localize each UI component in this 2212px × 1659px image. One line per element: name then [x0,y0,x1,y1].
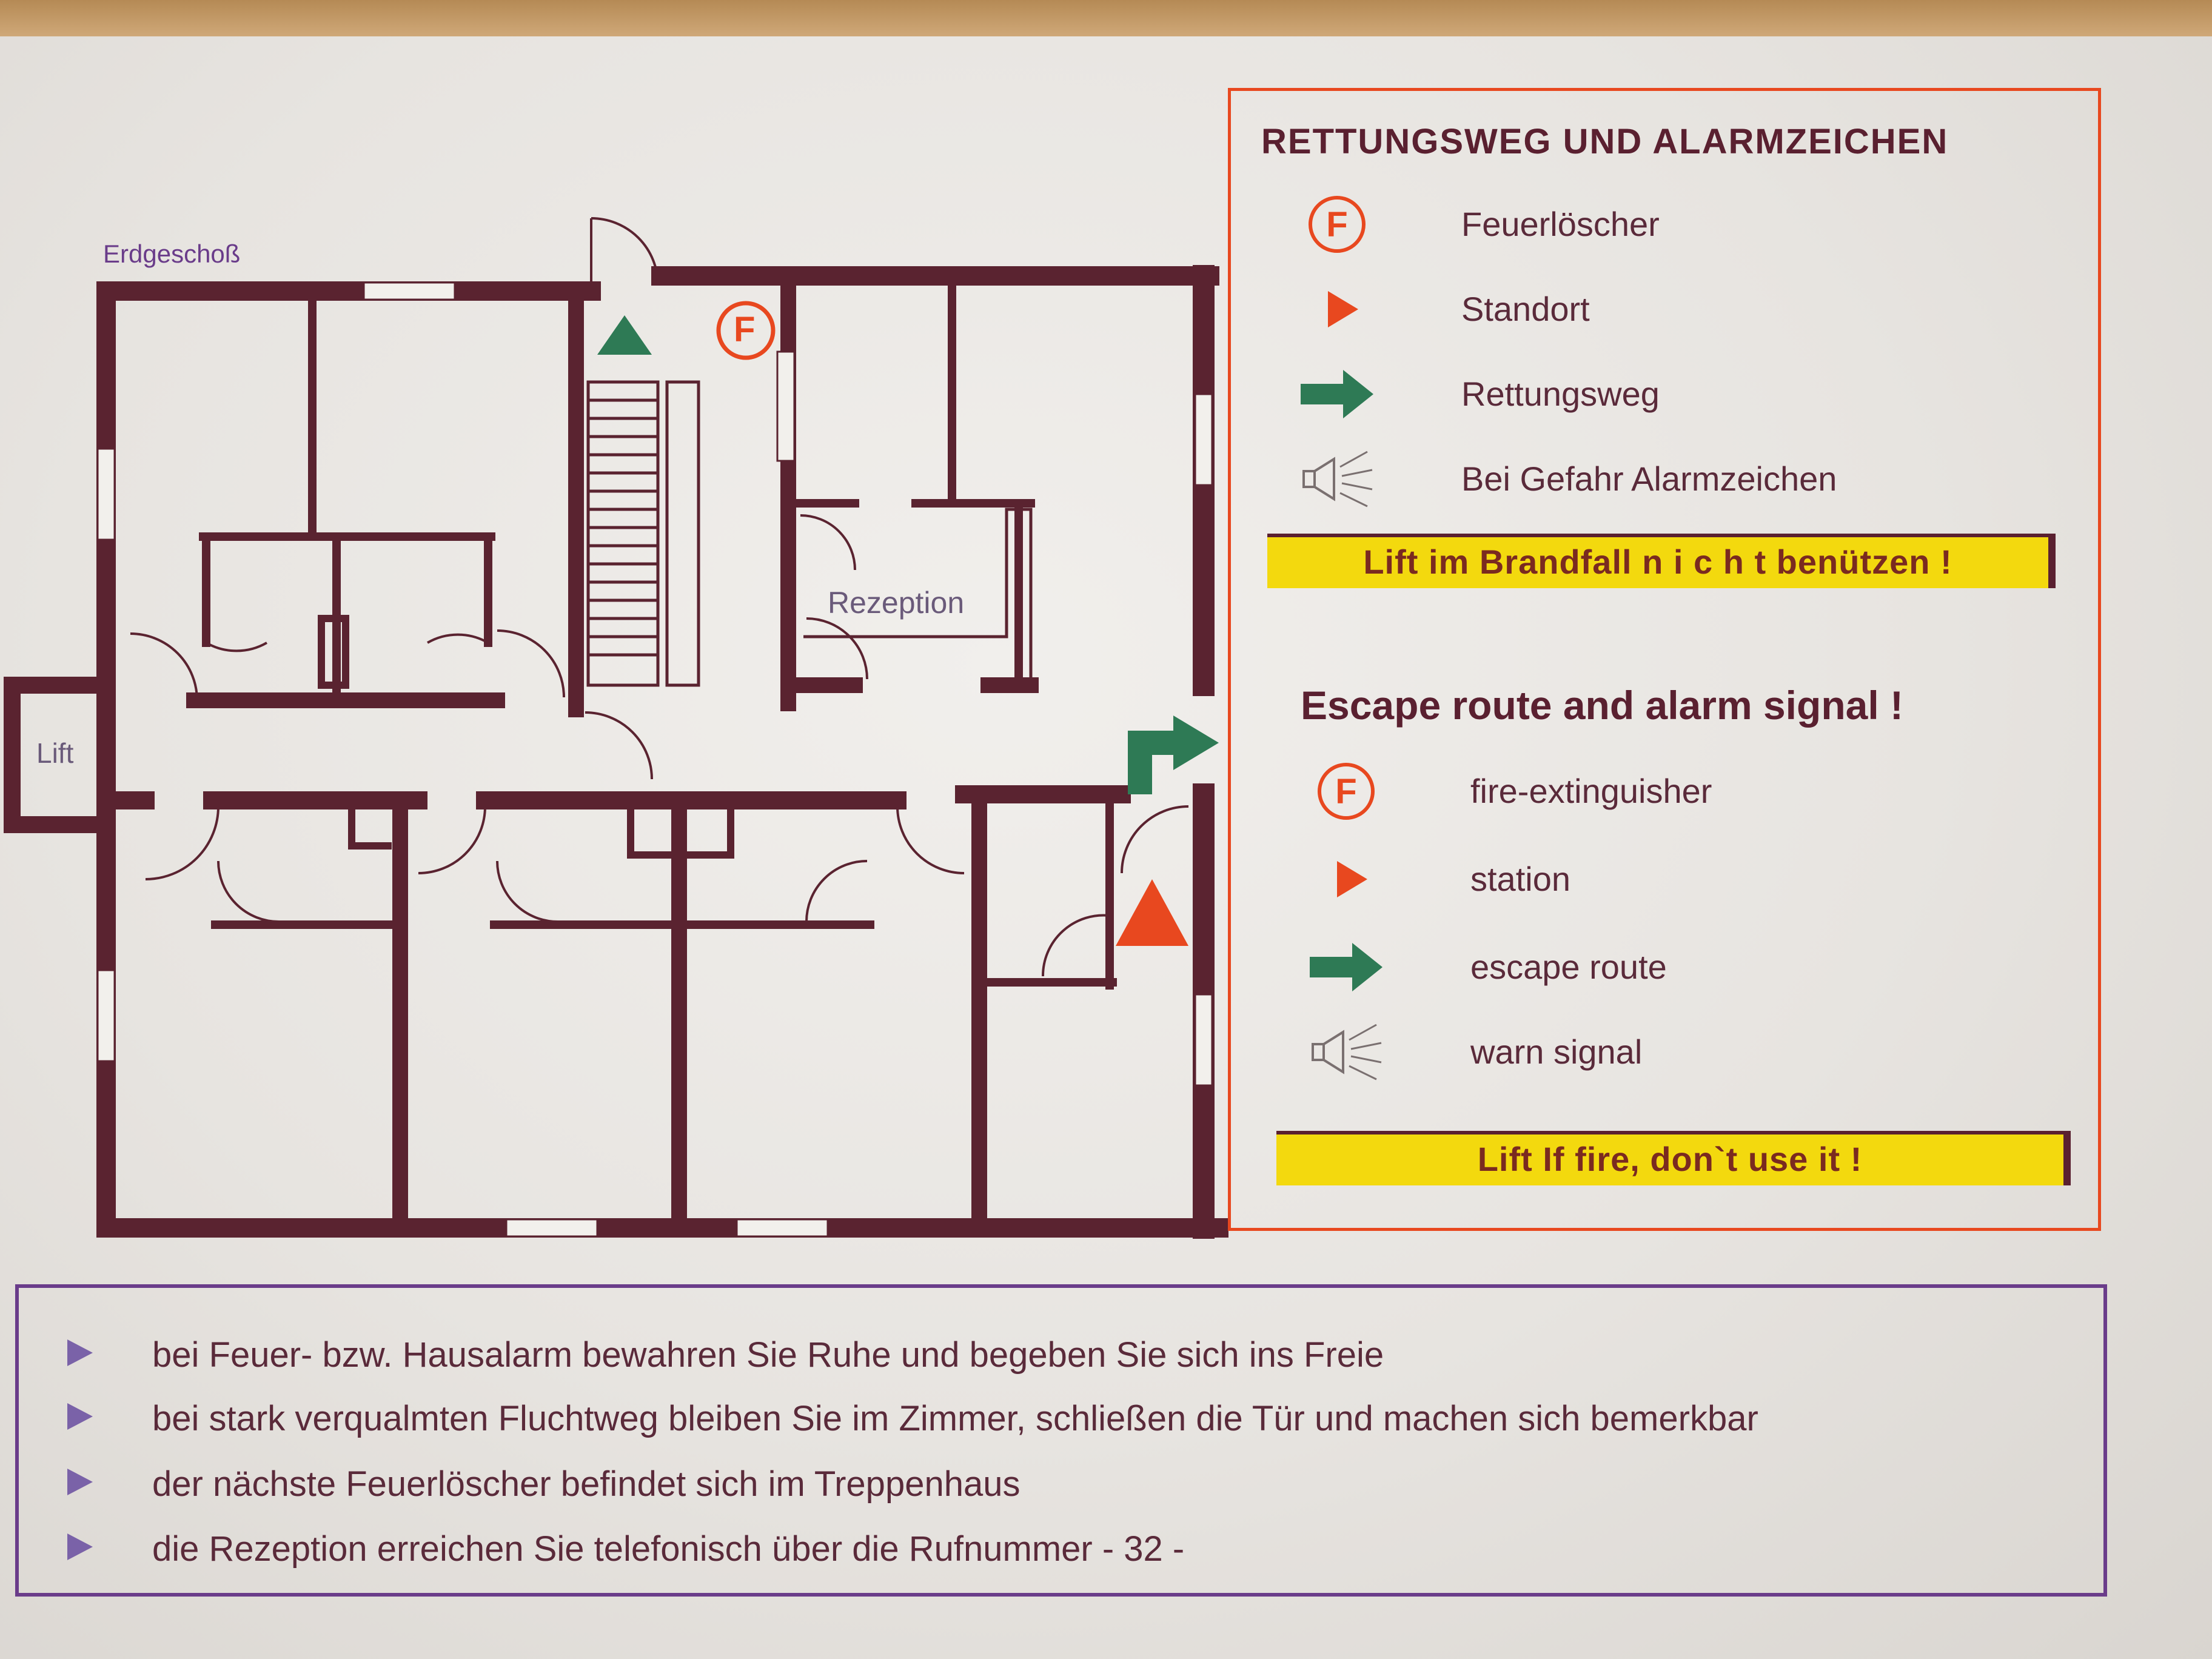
legend-label: fire-extinguisher [1470,772,1712,810]
bullet-arrow-icon [67,1533,93,1560]
escape-arrow-icon [1310,943,1382,991]
bullet-arrow-icon [67,1403,93,1430]
instruction-text: bei stark verqualmten Fluchtweg bleiben … [152,1399,1758,1438]
location-triangle-icon [1116,879,1188,946]
escape-arrow-icon [1128,716,1219,794]
instructions-panel: bei Feuer- bzw. Hausalarm bewahren Sie R… [15,1284,2107,1597]
location-triangle-icon [1337,861,1367,897]
legend-label: station [1470,860,1570,898]
wall-background [0,0,2212,36]
fire-extinguisher-icon [716,301,776,360]
instruction-item: bei Feuer- bzw. Hausalarm bewahren Sie R… [19,1321,2103,1382]
fire-extinguisher-icon: F [734,310,756,349]
reception-label: Rezeption [828,586,965,620]
legend-label: escape route [1470,948,1667,986]
legend-item: F Feuerlöscher [1231,191,2098,258]
instruction-item: der nächste Feuerlöscher befindet sich i… [19,1450,2103,1511]
legend-label: Feuerlöscher [1461,205,1660,243]
location-triangle-icon [1328,291,1358,327]
legend-item: Rettungsweg [1231,361,2098,427]
legend-item: escape route [1231,934,2098,1000]
legend-item: F fire-extinguisher [1231,758,2098,825]
lift-label: Lift [36,737,74,769]
floor-label: Erdgeschoß [103,240,241,268]
alarm-horn-icon [1302,451,1373,508]
bullet-arrow-icon [67,1469,93,1495]
floor-plan [4,217,1228,1239]
svg-text:F: F [1335,772,1356,811]
legend-panel: RETTUNGSWEG UND ALARMZEICHEN F Feuerlösc… [1228,88,2101,1231]
legend-item: warn signal [1231,1019,2098,1085]
instruction-text: bei Feuer- bzw. Hausalarm bewahren Sie R… [152,1335,1384,1375]
legend-item: Bei Gefahr Alarmzeichen [1231,446,2098,512]
instruction-text: die Rezeption erreichen Sie telefonisch … [152,1529,1185,1569]
lift-warning-de: Lift im Brandfall n i c h t benützen ! [1267,534,2056,588]
instruction-text: der nächste Feuerlöscher befindet sich i… [152,1464,1021,1504]
fire-extinguisher-icon: F [1309,196,1366,253]
instruction-item: die Rezeption erreichen Sie telefonisch … [19,1515,2103,1576]
legend-label: Standort [1461,290,1590,328]
bullet-arrow-icon [67,1339,93,1366]
legend-label: Rettungsweg [1461,375,1660,413]
legend-label: warn signal [1470,1033,1643,1071]
legend-item: station [1231,846,2098,913]
escape-arrow-icon [1301,370,1373,418]
instruction-item: bei stark verqualmten Fluchtweg bleiben … [19,1385,2103,1446]
fire-extinguisher-icon: F [1318,763,1375,820]
svg-text:F: F [1326,205,1347,244]
lift-warning-en: Lift If fire, don`t use it ! [1276,1131,2071,1185]
legend-label: Bei Gefahr Alarmzeichen [1461,460,1837,498]
alarm-horn-icon [1312,1024,1382,1081]
legend-title-en: Escape route and alarm signal ! [1301,683,1903,728]
legend-title-de: RETTUNGSWEG UND ALARMZEICHEN [1261,122,1949,161]
legend-item: Standort [1231,276,2098,343]
escape-arrow-icon [597,315,652,355]
